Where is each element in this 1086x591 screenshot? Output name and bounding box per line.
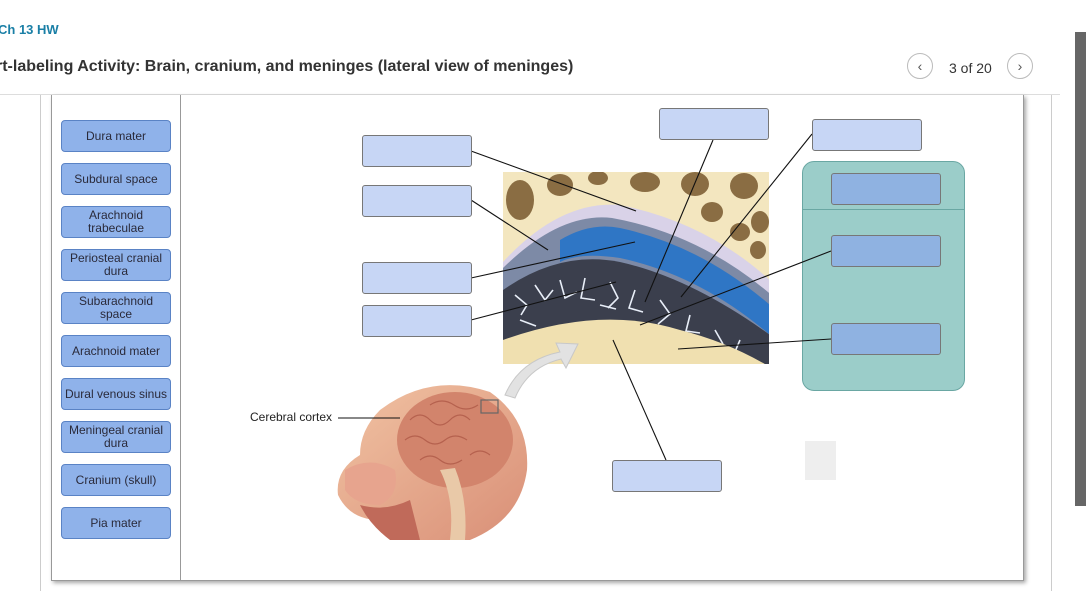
drop-target-8[interactable]	[831, 235, 941, 267]
page-counter: 3 of 20	[949, 60, 992, 76]
label-chip-pia-mater[interactable]: Pia mater	[61, 507, 171, 539]
label-chip-periosteal-cranial-dura[interactable]: Periosteal cranial dura	[61, 249, 171, 281]
next-button[interactable]: ›	[1007, 53, 1033, 79]
cerebral-cortex-label: Cerebral cortex	[250, 410, 333, 424]
label-chip-arachnoid-mater[interactable]: Arachnoid mater	[61, 335, 171, 367]
label-chip-meningeal-cranial-dura[interactable]: Meningeal cranial dura	[61, 421, 171, 453]
drop-target-3[interactable]	[362, 262, 472, 294]
drop-target-1[interactable]	[362, 135, 472, 167]
meninges-closeup	[503, 172, 769, 364]
drop-target-7[interactable]	[831, 173, 941, 205]
magnify-arrow	[504, 342, 579, 399]
drop-target-4[interactable]	[362, 305, 472, 337]
drop-target-9[interactable]	[831, 323, 941, 355]
drop-target-2[interactable]	[362, 185, 472, 217]
course-title[interactable]: Ch 13 HW	[0, 22, 59, 37]
activity-title: rt-labeling Activity: Brain, cranium, an…	[0, 58, 574, 75]
label-chip-dura-mater[interactable]: Dura mater	[61, 120, 171, 152]
leader-lines	[338, 133, 832, 461]
label-bank-divider	[180, 95, 181, 581]
label-chip-dural-venous-sinus[interactable]: Dural venous sinus	[61, 378, 171, 410]
content-border-left	[40, 95, 41, 591]
drop-target-10[interactable]	[612, 460, 722, 492]
prev-button[interactable]: ‹	[907, 53, 933, 79]
drop-target-6[interactable]	[812, 119, 922, 151]
label-chip-subdural-space[interactable]: Subdural space	[61, 163, 171, 195]
label-chip-subarachnoid-space[interactable]: Subarachnoid space	[61, 292, 171, 324]
grouping-panel-divider	[803, 209, 964, 210]
drop-target-5[interactable]	[659, 108, 769, 140]
placeholder-square	[805, 441, 836, 480]
label-chip-cranium-skull[interactable]: Cranium (skull)	[61, 464, 171, 496]
label-chip-arachnoid-trabeculae[interactable]: Arachnoid trabeculae	[61, 206, 171, 238]
chevron-left-icon: ‹	[917, 58, 923, 74]
header-divider	[0, 94, 1060, 95]
chevron-right-icon: ›	[1017, 58, 1023, 74]
head-sagittal-illustration	[337, 385, 528, 540]
scrollbar[interactable]	[1075, 32, 1086, 506]
content-border-right	[1051, 95, 1052, 591]
